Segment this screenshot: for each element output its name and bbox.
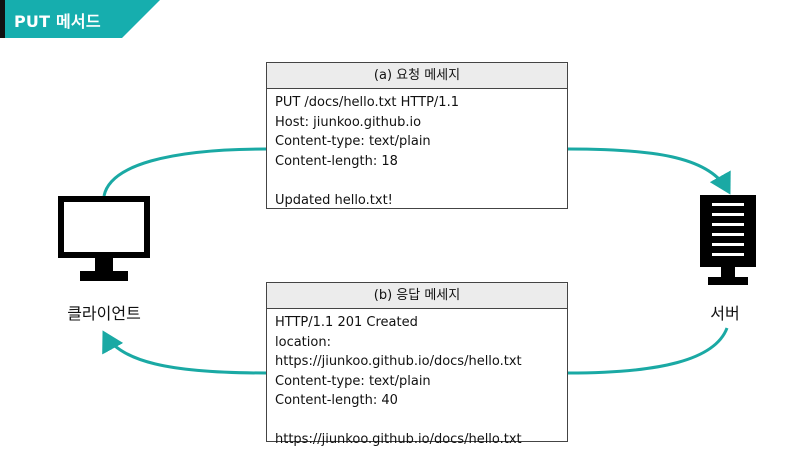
- title-banner: [0, 0, 160, 38]
- response-status-line: HTTP/1.1 201 Created: [275, 315, 418, 330]
- response-arrow-right-segment: [567, 327, 729, 375]
- response-body-text: https://jiunkoo.github.io/docs/hello.txt: [275, 432, 522, 447]
- request-blank-line: [275, 171, 559, 191]
- request-message-box: (a) 요청 메세지 PUT /docs/hello.txt HTTP/1.1 …: [266, 62, 568, 209]
- server-label: 서버: [710, 304, 740, 323]
- response-location-header: location:: [275, 334, 331, 350]
- response-content-type-header: Content-type: text/plain: [275, 373, 431, 389]
- server-icon: [700, 195, 756, 285]
- response-location-value: https://jiunkoo.github.io/docs/hello.txt: [275, 354, 522, 369]
- client-label: 클라이언트: [67, 304, 141, 323]
- request-message-header: (a) 요청 메세지: [267, 63, 567, 89]
- request-arrow-right-segment: [567, 147, 731, 195]
- banner-background: [0, 0, 160, 38]
- request-arrow-left-segment: [102, 147, 267, 197]
- request-host-header: Host: jiunkoo.github.io: [275, 114, 422, 130]
- page-title: PUT 메서드: [14, 12, 101, 31]
- request-body-text: Updated hello.txt!: [275, 192, 393, 208]
- response-arrow-left-segment: [102, 330, 267, 375]
- response-blank-line: [275, 411, 559, 431]
- request-content-type-header: Content-type: text/plain: [275, 134, 431, 149]
- response-message-header: (b) 응답 메세지: [267, 283, 567, 309]
- request-message-body: PUT /docs/hello.txt HTTP/1.1 Host: jiunk…: [267, 89, 567, 210]
- response-content-length-header: Content-length: 40: [275, 393, 398, 408]
- response-message-body: HTTP/1.1 201 Created location: https://j…: [267, 309, 567, 450]
- monitor-icon: [58, 196, 150, 281]
- request-content-length-header: Content-length: 18: [275, 153, 398, 169]
- request-line: PUT /docs/hello.txt HTTP/1.1: [275, 95, 459, 110]
- response-message-box: (b) 응답 메세지 HTTP/1.1 201 Created location…: [266, 282, 568, 447]
- banner-left-bar: [0, 0, 5, 38]
